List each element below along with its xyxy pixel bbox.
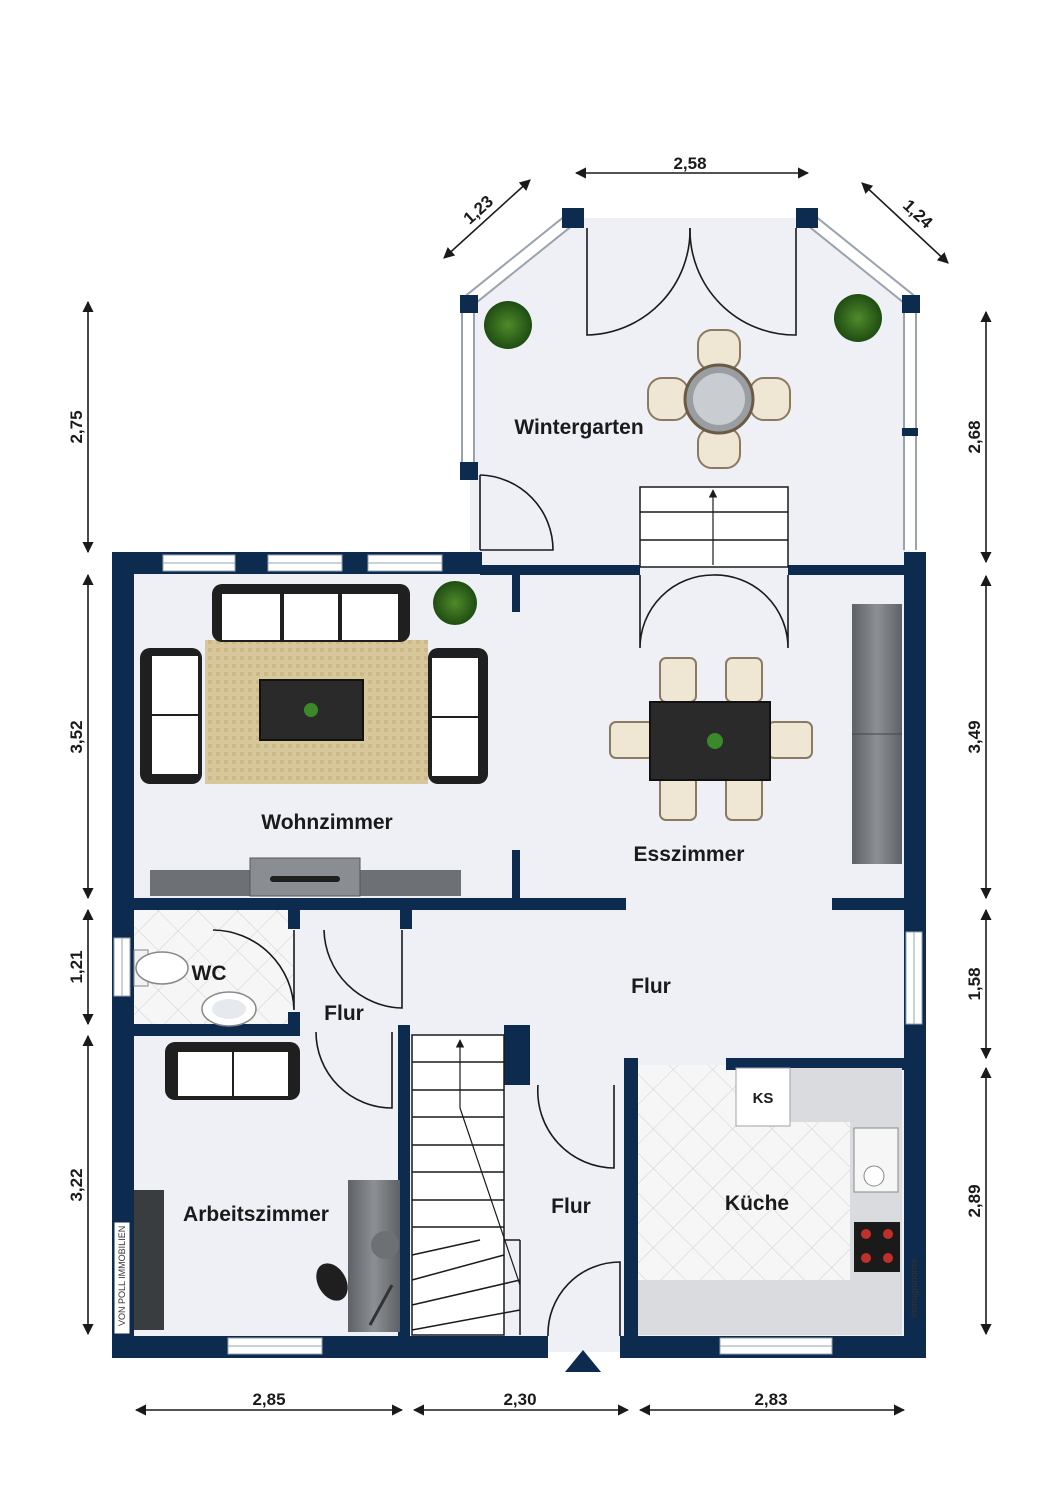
label-wc: WC — [192, 962, 227, 985]
windows — [113, 554, 923, 1355]
office-furniture — [134, 1042, 400, 1332]
entrance-arrow-icon — [565, 1350, 601, 1372]
label-flur-left: Flur — [324, 1002, 364, 1025]
dim-top-wintergarten: 2,58 — [673, 154, 706, 173]
label-esszimmer: Esszimmer — [634, 843, 745, 866]
label-flur-center: Flur — [631, 975, 671, 998]
room-labels: Wintergarten Wohnzimmer Esszimmer WC Flu… — [183, 416, 789, 1226]
stairs-lower — [411, 1034, 521, 1336]
label-wintergarten: Wintergarten — [514, 416, 643, 439]
dim-bottom-left: 2,85 — [252, 1390, 285, 1409]
label-ks: KS — [753, 1090, 774, 1107]
kitchen-furniture — [638, 1067, 902, 1335]
dim-bottom-center: 2,30 — [503, 1390, 536, 1409]
dim-diag-left: 1,23 — [460, 192, 497, 228]
dim-right-wintergarten: 2,68 — [965, 420, 984, 453]
credit-text: Immogrundriss — [909, 1258, 919, 1318]
label-flur-bottom: Flur — [551, 1195, 591, 1218]
toilet-icon — [133, 949, 189, 987]
dim-bottom-right: 2,83 — [754, 1390, 787, 1409]
dimension-labels: 2,58 1,23 1,24 2,75 3,52 1,21 3,22 2,68 … — [67, 154, 984, 1409]
dim-right-esszimmer: 3,49 — [965, 720, 984, 753]
von-poll-logo: VON POLL IMMOBILIEN — [113, 1221, 131, 1335]
plant-icon — [433, 294, 882, 625]
dim-left-wc: 1,21 — [67, 950, 86, 983]
living-room-furniture — [140, 584, 488, 897]
wintergarten-table-set — [647, 329, 791, 469]
dim-left-wohnzimmer: 3,52 — [67, 720, 86, 753]
label-arbeitszimmer: Arbeitszimmer — [183, 1203, 329, 1226]
dim-right-kueche: 2,89 — [965, 1184, 984, 1217]
dimension-lines — [82, 167, 992, 1416]
dim-right-flur: 1,58 — [965, 967, 984, 1000]
label-wohnzimmer: Wohnzimmer — [261, 811, 392, 834]
doors — [212, 227, 797, 1337]
stairs-upper — [639, 486, 789, 568]
dim-left-wintergarten: 2,75 — [67, 410, 86, 443]
dim-diag-right: 1,24 — [899, 196, 937, 233]
sink-icon — [201, 991, 257, 1027]
logo-text: VON POLL IMMOBILIEN — [117, 1226, 127, 1326]
label-kueche: Küche — [725, 1192, 789, 1215]
wintergarten-walls — [460, 208, 920, 550]
dining-furniture — [609, 604, 902, 864]
dim-left-arbeitszimmer: 3,22 — [67, 1168, 86, 1201]
